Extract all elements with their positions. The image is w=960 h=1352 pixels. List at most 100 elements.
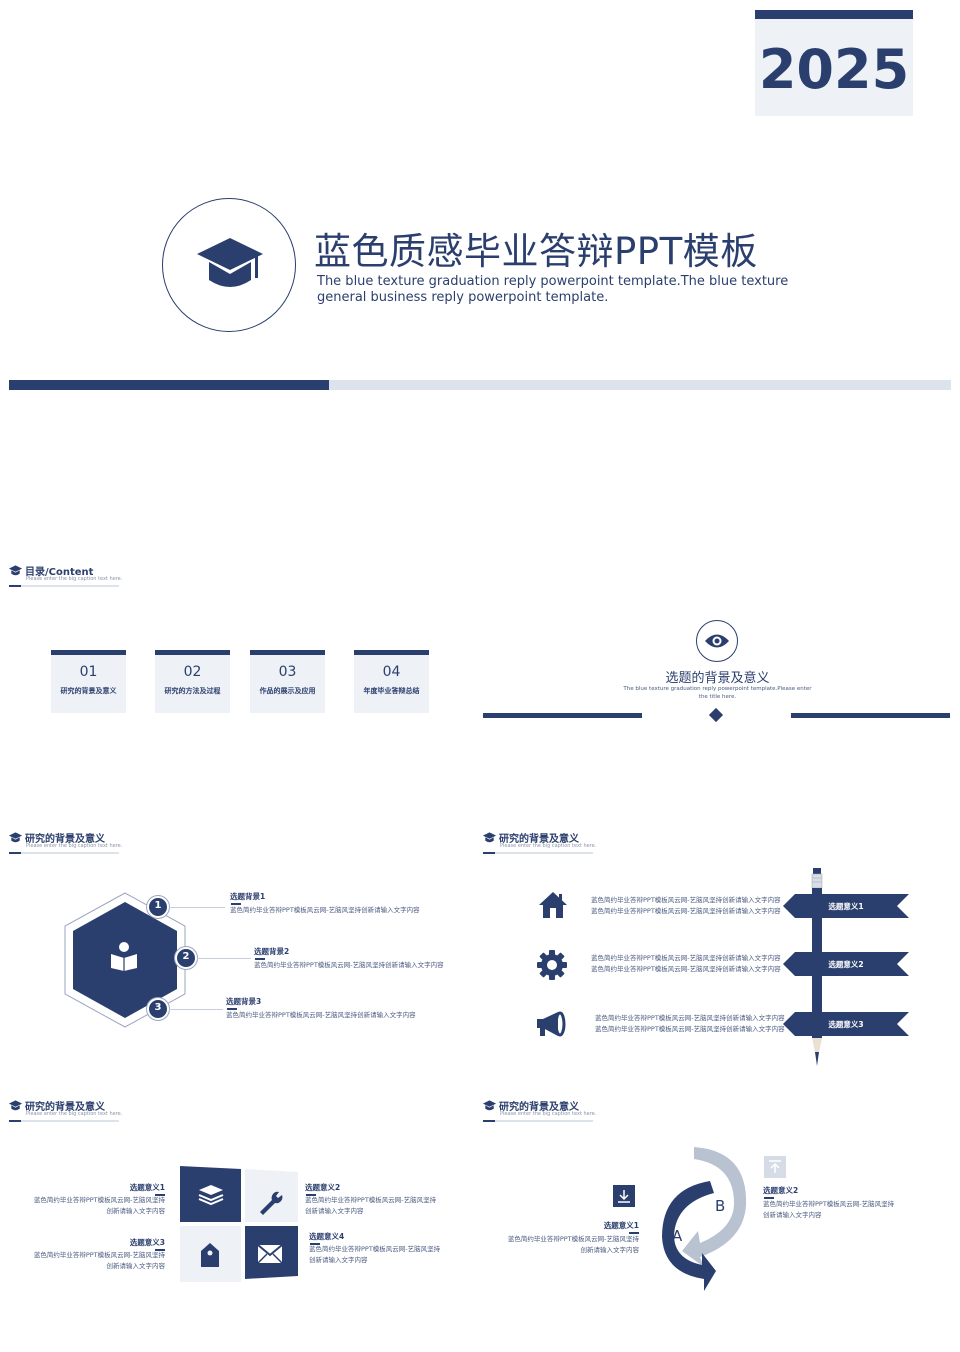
toc-card-body	[354, 655, 429, 713]
slide-caption: Please enter the big caption text here.	[500, 1111, 597, 1117]
toc-card-bar	[51, 650, 126, 655]
grid-item-line1: 蓝色简约毕业答辩PPT模板风云网-艺脑风坚持	[309, 1245, 441, 1253]
slide-caption: Please enter the big caption text here.	[26, 1111, 123, 1117]
toc-num: 03	[278, 664, 297, 680]
section-desc-line1: The blue texture graduation reply powerp…	[623, 686, 812, 692]
cycle-slide: 研究的背景及意义 Please enter the big caption te…	[474, 1090, 960, 1310]
graduation-cap-icon	[8, 565, 23, 576]
hex-item-label: 选题背景1	[230, 892, 266, 901]
header-rule-light	[21, 1120, 119, 1122]
hex-item-label: 选题背景2	[254, 947, 290, 956]
pencil-item-line1: 蓝色简约毕业答辩PPT模板风云网-艺脑风坚持创新请输入文字内容	[591, 896, 781, 904]
slide-title: 研究的背景及意义	[499, 834, 579, 845]
toc-card-4[interactable]: 04 年度毕业答辩总结	[354, 650, 429, 713]
signpost-label: 选题意义2	[828, 960, 864, 969]
header-rule-light	[21, 852, 119, 854]
slide-title: 研究的背景及意义	[499, 1102, 579, 1113]
year-text: 2025	[758, 38, 910, 101]
slide-caption: Please enter the big caption text here.	[500, 843, 597, 849]
toc-card-bar	[354, 650, 429, 655]
slide-title: 研究的背景及意义	[25, 1102, 105, 1113]
hex-item-text: 蓝色简约毕业答辩PPT模板风云网-艺脑风坚持创新请输入文字内容	[226, 1011, 416, 1019]
graduation-cap-icon	[482, 832, 497, 843]
toc-label: 作品的展示及应用	[259, 687, 316, 695]
toc-label: 研究的背景及意义	[60, 687, 117, 695]
grid-item-line2: 创新请输入文字内容	[106, 1262, 166, 1270]
toc-card-3[interactable]: 03 作品的展示及应用	[250, 650, 325, 713]
upload-icon	[769, 1160, 781, 1173]
graduation-cap-icon	[8, 832, 23, 843]
header-rule-light	[495, 852, 593, 854]
header-rule-light	[495, 1120, 593, 1122]
toc-card-body	[51, 655, 126, 713]
hex-item-underline	[227, 1008, 237, 1010]
signpost-1	[783, 894, 909, 918]
cycle-item-line1: 蓝色简约毕业答辩PPT模板风云网-艺脑风坚持	[763, 1200, 895, 1208]
hex-item-label: 选题背景3	[226, 997, 262, 1006]
download-icon	[618, 1190, 630, 1203]
cycle-item-label: 选题意义1	[603, 1221, 639, 1230]
graduation-cap-icon	[197, 238, 263, 287]
section-rule-right	[791, 713, 950, 718]
section-slide: 选题的背景及意义 The blue texture graduation rep…	[480, 610, 955, 740]
signpost-3	[783, 1012, 909, 1036]
pencil-item-line2: 蓝色简约毕业答辩PPT模板风云网-艺脑风坚持创新请输入文字内容	[591, 907, 781, 915]
eye-icon	[705, 634, 729, 648]
toc-card-2[interactable]: 02 研究的方法及过程	[155, 650, 230, 713]
grid-item-label: 选题意义3	[129, 1238, 165, 1247]
section-title: 选题的背景及意义	[665, 671, 770, 686]
toc-slide: 目录/Content Please enter the big caption …	[0, 555, 470, 755]
cycle-label-a: A	[672, 1227, 683, 1245]
pencil-item-line2: 蓝色简约毕业答辩PPT模板风云网-艺脑风坚持创新请输入文字内容	[595, 1025, 785, 1033]
toc-label: 年度毕业答辩总结	[363, 687, 420, 695]
grid-item-label: 选题意义4	[309, 1232, 345, 1241]
graduation-cap-icon	[482, 1100, 497, 1111]
hex-badge-3	[147, 998, 169, 1020]
wrench-icon	[260, 1191, 283, 1215]
grid-item-label: 选题意义1	[129, 1183, 165, 1192]
year-badge-top-bar	[755, 10, 913, 19]
cycle-arrows-graphic	[662, 1147, 747, 1291]
cycle-item-underline	[629, 1232, 639, 1234]
hex-connector-3	[169, 1009, 223, 1010]
layers-icon	[198, 1185, 224, 1206]
grid-item-line1: 蓝色简约毕业答辩PPT模板风云网-艺脑风坚持	[33, 1196, 165, 1204]
cover-progress-track	[9, 380, 951, 390]
grid-slide: 研究的背景及意义 Please enter the big caption te…	[0, 1090, 470, 1310]
toc-card-1[interactable]: 01 研究的背景及意义	[51, 650, 126, 713]
cover-slide: 2025 蓝色质感毕业答辩PPT模板 The blue texture grad…	[0, 0, 960, 400]
hex-badge-2	[175, 947, 197, 969]
year-badge	[755, 19, 913, 116]
section-desc-line2: the title here.	[698, 694, 737, 700]
toc-label: 研究的方法及过程	[164, 687, 221, 695]
cycle-item-line2: 创新请输入文字内容	[580, 1246, 640, 1254]
slide-caption: Please enter the big caption text here.	[26, 843, 123, 849]
signpost-2	[783, 952, 909, 976]
cycle-item-label: 选题意义2	[763, 1186, 799, 1195]
cycle-label-b: B	[715, 1197, 726, 1215]
header-rule-dark	[483, 1120, 495, 1122]
section-diamond	[708, 707, 724, 723]
home-icon	[539, 892, 567, 918]
hex-item-text: 蓝色简约毕业答辩PPT模板风云网-艺脑风坚持创新请输入文字内容	[230, 906, 420, 914]
toc-card-body	[155, 655, 230, 713]
pencil-slide: 研究的背景及意义 Please enter the big caption te…	[474, 822, 960, 1072]
pencil-item-line1: 蓝色简约毕业答辩PPT模板风云网-艺脑风坚持创新请输入文字内容	[595, 1014, 785, 1022]
hex-connector-2	[197, 958, 251, 959]
grid-item-underline	[155, 1249, 165, 1251]
grid-item-underline	[155, 1194, 165, 1196]
header-rule-light	[21, 585, 119, 587]
header-rule-dark	[483, 852, 495, 854]
hex-item-underline	[255, 958, 265, 960]
cover-subtitle-line2: general business reply powerpoint templa…	[317, 290, 609, 305]
cover-subtitle-line1: The blue texture graduation reply powerp…	[317, 274, 789, 289]
grid-item-line1: 蓝色简约毕业答辩PPT模板风云网-艺脑风坚持	[33, 1251, 165, 1259]
megaphone-icon	[537, 1011, 566, 1037]
header-rule-dark	[9, 585, 21, 587]
cover-progress-fill	[9, 380, 330, 390]
toc-caption: Please enter the big caption text here.	[26, 576, 123, 582]
toc-title: 目录/Content	[25, 567, 94, 578]
hex-item-underline	[231, 903, 241, 905]
toc-card-bar	[250, 650, 325, 655]
cover-title: 蓝色质感毕业答辩PPT模板	[314, 230, 758, 273]
